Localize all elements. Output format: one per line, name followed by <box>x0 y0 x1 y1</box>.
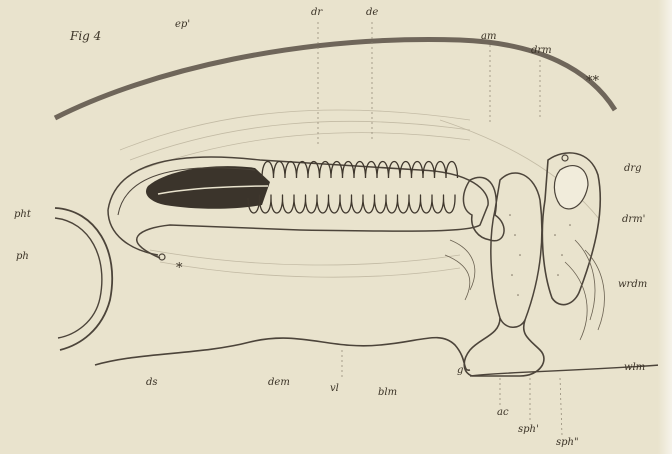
page-edge <box>658 0 672 454</box>
label-drm: drm <box>531 46 552 56</box>
label-ep: ep' <box>175 20 190 30</box>
guide-lines <box>318 22 562 435</box>
label-wrdm: wrdm <box>618 280 647 290</box>
lower-meander <box>248 195 455 213</box>
pharynx-outer-arc <box>55 208 112 350</box>
label-pht: pht <box>14 210 31 220</box>
label-ph: ph <box>16 252 29 262</box>
label-blm: blm <box>378 388 397 398</box>
gland-pore <box>562 155 568 161</box>
label-ac: ac <box>497 408 509 418</box>
label-am: am <box>481 32 496 42</box>
pharynx-inner-arc <box>55 218 102 338</box>
label-double-star: ** <box>586 75 599 88</box>
stalk <box>464 318 544 376</box>
ventral-outline <box>95 338 470 371</box>
label-vl: vl <box>330 384 339 394</box>
gland-inner-sac <box>554 166 588 209</box>
label-g: g <box>457 366 463 376</box>
label-sph-prime: sph' <box>518 425 539 435</box>
gland-left-lobe <box>463 177 504 240</box>
label-ds: ds <box>146 378 158 388</box>
figure-title: Fig 4 <box>70 30 101 42</box>
label-dr: dr <box>311 8 322 18</box>
label-wlm: wlm <box>624 363 645 373</box>
label-sph-double-prime: sph" <box>556 438 579 448</box>
label-drm-prime: drm' <box>622 215 645 225</box>
tail-end-loop <box>159 254 165 260</box>
label-drg: drg <box>624 164 642 174</box>
label-dem: dem <box>268 378 290 388</box>
label-de: de <box>366 8 378 18</box>
tail-tube <box>108 210 158 255</box>
gland-central <box>491 173 542 327</box>
label-asterisk: * <box>176 262 183 275</box>
